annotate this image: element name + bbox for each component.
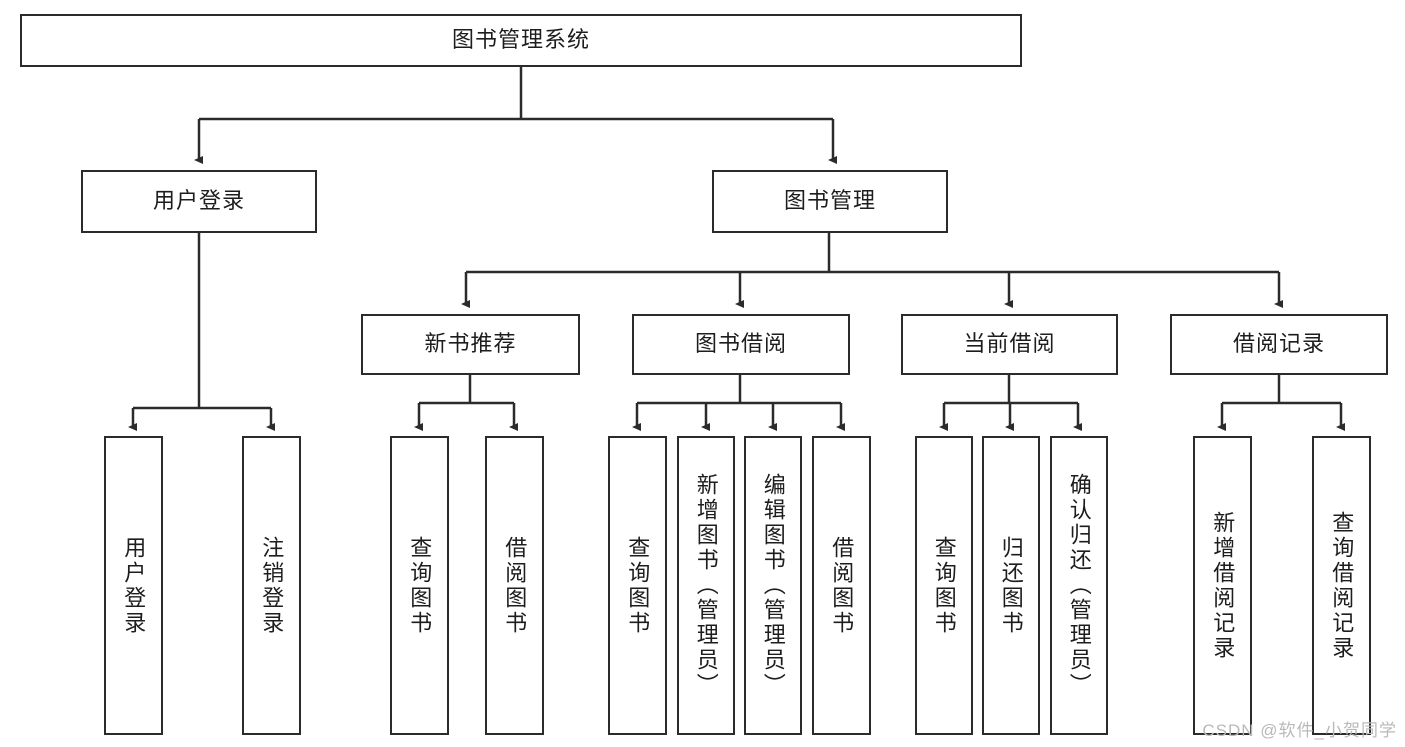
node-label: 图书借阅 <box>694 331 787 357</box>
csdn-watermark: CSDN @软件_小贺同学 <box>1202 721 1397 740</box>
node-label: 确认归还（管理员） <box>1066 473 1092 698</box>
node-label: 用户登录 <box>152 188 245 214</box>
node-label: 查询图书 <box>931 535 957 636</box>
node-label: 编辑图书（管理员） <box>760 473 786 698</box>
node-label: 借阅记录 <box>1232 331 1325 357</box>
node-label: 注销登录 <box>259 535 285 636</box>
node-borrow-add-book[interactable]: 新增图书（管理员） <box>677 436 735 735</box>
node-label: 用户登录 <box>121 535 147 636</box>
node-root[interactable]: 图书管理系统 <box>20 14 1022 67</box>
node-current-confirm-return[interactable]: 确认归还（管理员） <box>1050 436 1108 735</box>
node-current-query-book[interactable]: 查询图书 <box>915 436 973 735</box>
node-borrow-query-book[interactable]: 查询图书 <box>608 436 667 735</box>
node-record-add[interactable]: 新增借阅记录 <box>1193 436 1252 735</box>
node-label: 新增借阅记录 <box>1210 510 1236 661</box>
node-new-book-recommend[interactable]: 新书推荐 <box>361 314 580 375</box>
node-login-user[interactable]: 用户登录 <box>104 436 163 735</box>
node-borrow-record[interactable]: 借阅记录 <box>1170 314 1388 375</box>
node-label: 查询图书 <box>625 535 651 636</box>
node-current-borrow[interactable]: 当前借阅 <box>901 314 1118 375</box>
node-newbook-borrow-book[interactable]: 借阅图书 <box>485 436 544 735</box>
node-label: 查询借阅记录 <box>1329 510 1355 661</box>
node-record-query[interactable]: 查询借阅记录 <box>1312 436 1371 735</box>
node-label: 查询图书 <box>407 535 433 636</box>
node-label: 借阅图书 <box>829 535 855 636</box>
node-label: 新增图书（管理员） <box>693 473 719 698</box>
node-user-login[interactable]: 用户登录 <box>81 170 317 233</box>
node-newbook-query-book[interactable]: 查询图书 <box>390 436 449 735</box>
node-borrow-borrow-book[interactable]: 借阅图书 <box>812 436 871 735</box>
node-label: 图书管理系统 <box>451 27 590 53</box>
node-label: 当前借阅 <box>963 331 1056 357</box>
node-login-logout[interactable]: 注销登录 <box>242 436 301 735</box>
node-current-return-book[interactable]: 归还图书 <box>982 436 1040 735</box>
node-book-borrow[interactable]: 图书借阅 <box>632 314 850 375</box>
node-label: 新书推荐 <box>424 331 517 357</box>
node-label: 借阅图书 <box>502 535 528 636</box>
node-label: 归还图书 <box>998 535 1024 636</box>
node-book-management[interactable]: 图书管理 <box>712 170 948 233</box>
node-borrow-edit-book[interactable]: 编辑图书（管理员） <box>744 436 802 735</box>
node-label: 图书管理 <box>783 188 876 214</box>
